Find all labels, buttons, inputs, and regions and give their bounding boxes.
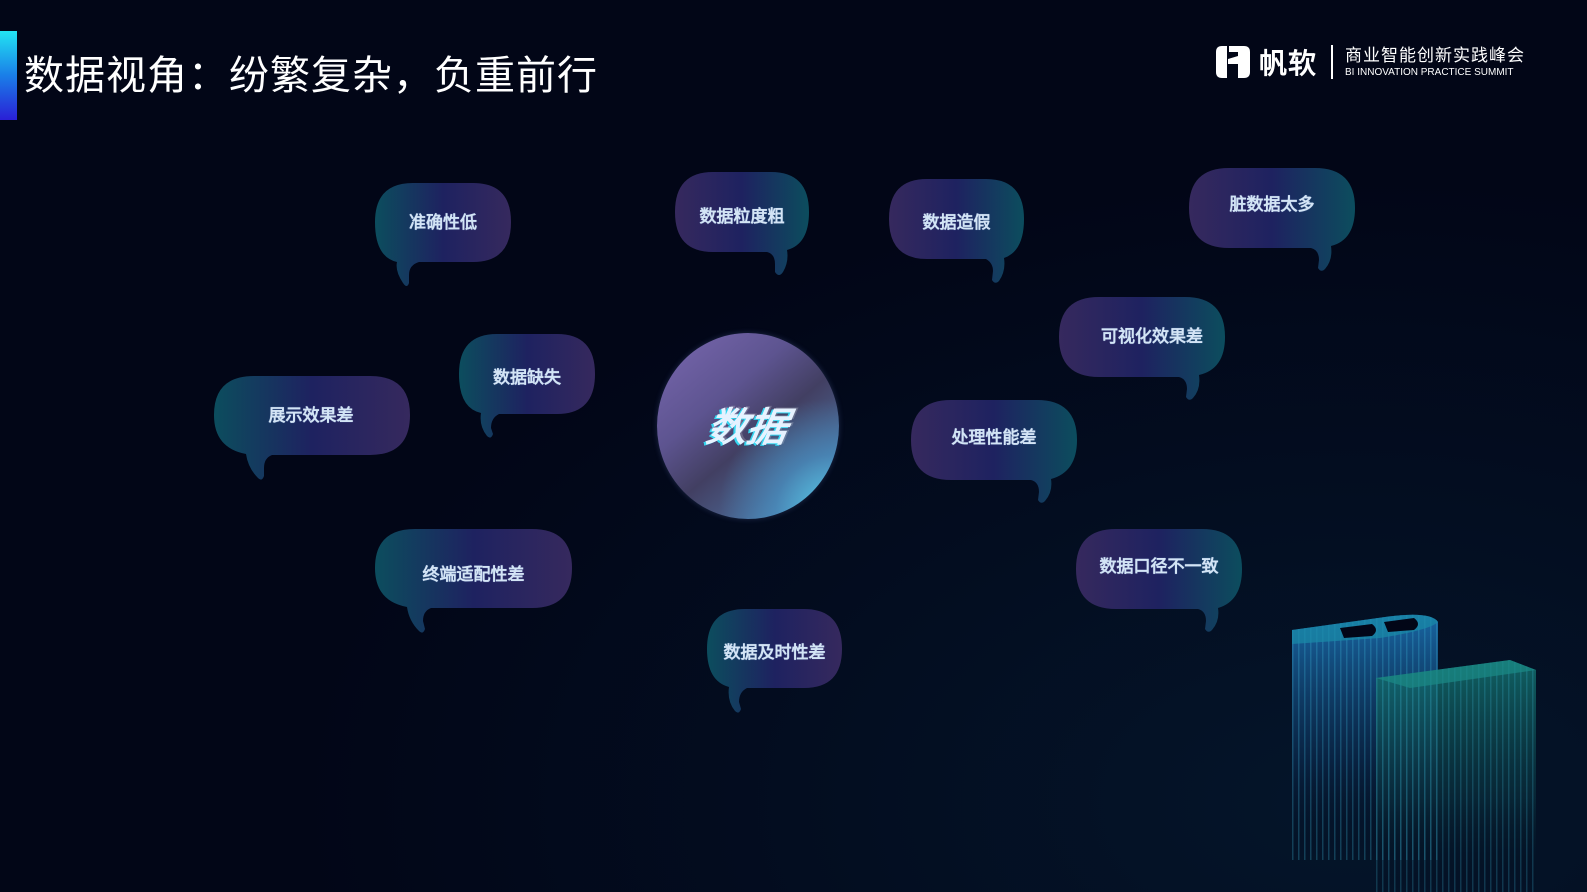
fanruan-logo-icon bbox=[1216, 46, 1250, 78]
event-name-cn: 商业智能创新实践峰会 bbox=[1345, 46, 1526, 66]
speech-bubble-shape bbox=[459, 334, 595, 438]
brand-divider bbox=[1331, 45, 1334, 79]
bubble-poor-terminal-adaptation: 终端适配性差 bbox=[375, 529, 572, 635]
bubble-poor-display: 展示效果差 bbox=[214, 376, 410, 482]
bubble-inconsistent-metrics: 数据口径不一致 bbox=[1076, 529, 1242, 635]
bubble-missing-data: 数据缺失 bbox=[459, 334, 595, 440]
bubble-data-fabrication: 数据造假 bbox=[889, 179, 1024, 285]
brand-header: 帆软 商业智能创新实践峰会 BI INNOVATION PRACTICE SUM… bbox=[1214, 43, 1525, 81]
bubble-poor-performance: 处理性能差 bbox=[911, 400, 1077, 506]
speech-bubble-shape bbox=[911, 400, 1077, 503]
speech-bubble-shape bbox=[1059, 297, 1225, 400]
title-accent-bar bbox=[0, 31, 17, 120]
core-label: 数据 bbox=[703, 405, 792, 451]
speech-bubble-shape bbox=[1189, 168, 1355, 271]
bubble-coarse-granularity: 数据粒度粗 bbox=[675, 172, 809, 278]
speech-bubble-shape bbox=[1076, 529, 1242, 632]
speech-bubble-shape bbox=[675, 172, 809, 275]
event-name: 商业智能创新实践峰会 BI INNOVATION PRACTICE SUMMIT bbox=[1345, 45, 1525, 79]
speech-bubble-shape bbox=[375, 183, 511, 286]
bubble-poor-visualization: 可视化效果差 bbox=[1059, 297, 1225, 403]
speech-bubble-shape bbox=[214, 376, 410, 480]
bi-building-icon bbox=[1292, 614, 1536, 892]
bubble-dirty-data: 脏数据太多 bbox=[1189, 168, 1355, 274]
page-title: 数据视角：纷繁复杂，负重前行 bbox=[24, 53, 598, 99]
speech-bubble-shape bbox=[375, 529, 572, 633]
bubble-accuracy-low: 准确性低 bbox=[375, 183, 511, 288]
speech-bubble-shape bbox=[707, 609, 842, 713]
speech-bubble-shape bbox=[889, 179, 1024, 283]
bubble-poor-timeliness: 数据及时性差 bbox=[707, 609, 842, 715]
event-name-en: BI INNOVATION PRACTICE SUMMIT bbox=[1345, 67, 1514, 78]
brand-name: 帆软 bbox=[1259, 47, 1318, 80]
core-data-circle: 数据 bbox=[657, 333, 839, 519]
